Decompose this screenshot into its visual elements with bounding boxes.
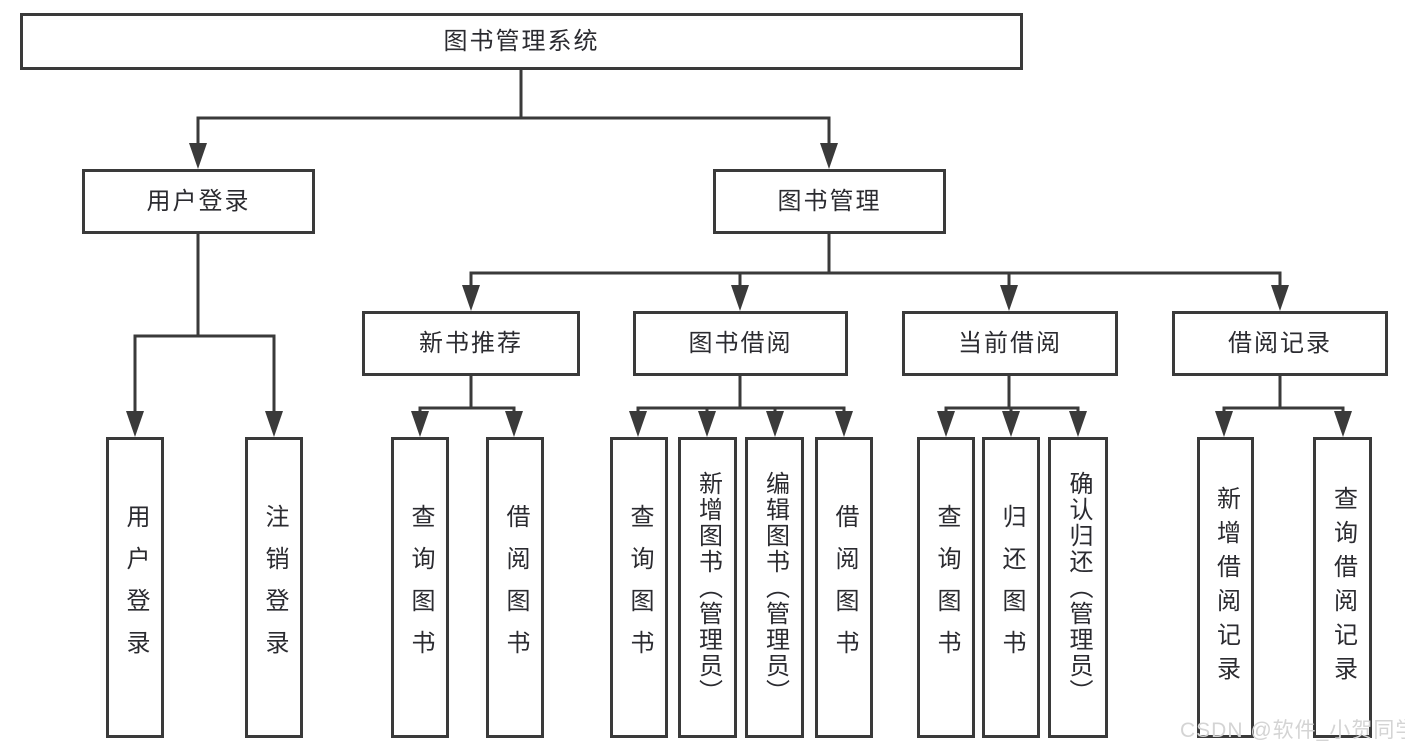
node-label: 新增图书（管理员） xyxy=(694,470,722,705)
node-book-borrowing: 图书借阅 xyxy=(633,311,848,376)
arrowhead-icon xyxy=(265,411,283,437)
node-user-login: 用户登录 xyxy=(82,169,315,234)
node-label: 图书管理系统 xyxy=(443,27,600,55)
node-label: 借阅图书 xyxy=(831,503,858,672)
leaf-newbook-query-books: 查询图书 xyxy=(391,437,449,738)
node-label: 当前借阅 xyxy=(958,329,1062,357)
arrowhead-icon xyxy=(820,143,838,169)
arrowhead-icon xyxy=(126,411,144,437)
arrowhead-icon xyxy=(189,143,207,169)
arrowhead-icon xyxy=(629,411,647,437)
leaf-records-add-record: 新增借阅记录 xyxy=(1197,437,1254,738)
arrowhead-icon xyxy=(1271,285,1289,311)
node-root-system: 图书管理系统 xyxy=(20,13,1023,70)
leaf-current-confirm-return-admin: 确认归还（管理员） xyxy=(1048,437,1108,738)
leaf-records-query-record: 查询借阅记录 xyxy=(1313,437,1372,738)
leaf-current-query-books: 查询图书 xyxy=(917,437,975,738)
leaf-borrowing-borrow-books: 借阅图书 xyxy=(815,437,873,738)
leaf-newbook-borrow-books: 借阅图书 xyxy=(486,437,544,738)
node-book-management: 图书管理 xyxy=(713,169,946,234)
node-borrow-records: 借阅记录 xyxy=(1172,311,1388,376)
node-label: 图书借阅 xyxy=(688,329,793,357)
edge-root-to-level2 xyxy=(196,67,831,150)
arrowhead-icon xyxy=(937,411,955,437)
node-label: 查询借阅记录 xyxy=(1329,485,1357,690)
node-label: 新书推荐 xyxy=(419,329,523,357)
arrowhead-icon xyxy=(731,285,749,311)
arrowhead-icon xyxy=(766,411,784,437)
arrowhead-icon xyxy=(1215,411,1233,437)
arrowhead-icon xyxy=(505,411,523,437)
node-label: 注销登录 xyxy=(261,503,288,672)
node-label: 用户登录 xyxy=(146,187,251,215)
arrowhead-icon xyxy=(411,411,429,437)
arrowhead-icon xyxy=(835,411,853,437)
node-new-book-recommend: 新书推荐 xyxy=(362,311,580,376)
node-label: 新增借阅记录 xyxy=(1212,485,1240,690)
node-label: 用户登录 xyxy=(122,503,149,672)
arrowhead-icon xyxy=(462,285,480,311)
leaf-borrowing-edit-books-admin: 编辑图书（管理员） xyxy=(745,437,804,738)
arrowhead-icon xyxy=(1334,411,1352,437)
leaf-user-login: 用户登录 xyxy=(106,437,164,738)
node-label: 编辑图书（管理员） xyxy=(761,470,789,705)
leaf-current-return-books: 归还图书 xyxy=(982,437,1040,738)
leaf-borrowing-add-books-admin: 新增图书（管理员） xyxy=(678,437,737,738)
arrowhead-icon xyxy=(1002,411,1020,437)
edge-userlogin-to-leaves xyxy=(133,231,276,418)
arrowheads xyxy=(126,143,1352,437)
csdn-watermark: CSDN @软件_小贺同学 xyxy=(1180,719,1405,742)
node-label: 图书管理 xyxy=(777,187,882,215)
edge-bookmgmt-to-level3 xyxy=(469,231,1282,292)
node-label: 借阅记录 xyxy=(1228,329,1332,357)
node-current-borrowing: 当前借阅 xyxy=(902,311,1118,376)
node-label: 归还图书 xyxy=(998,503,1025,672)
node-label: 借阅图书 xyxy=(502,503,529,672)
node-label: 确认归还（管理员） xyxy=(1065,470,1092,705)
edge-level3-to-leaves xyxy=(418,373,1345,418)
leaf-logout: 注销登录 xyxy=(245,437,303,738)
node-label: 查询图书 xyxy=(626,503,653,672)
node-label: 查询图书 xyxy=(933,503,960,672)
arrowhead-icon xyxy=(1069,411,1087,437)
leaf-borrowing-query-books: 查询图书 xyxy=(610,437,668,738)
arrowhead-icon xyxy=(1000,285,1018,311)
arrowhead-icon xyxy=(698,411,716,437)
node-label: 查询图书 xyxy=(407,503,434,672)
